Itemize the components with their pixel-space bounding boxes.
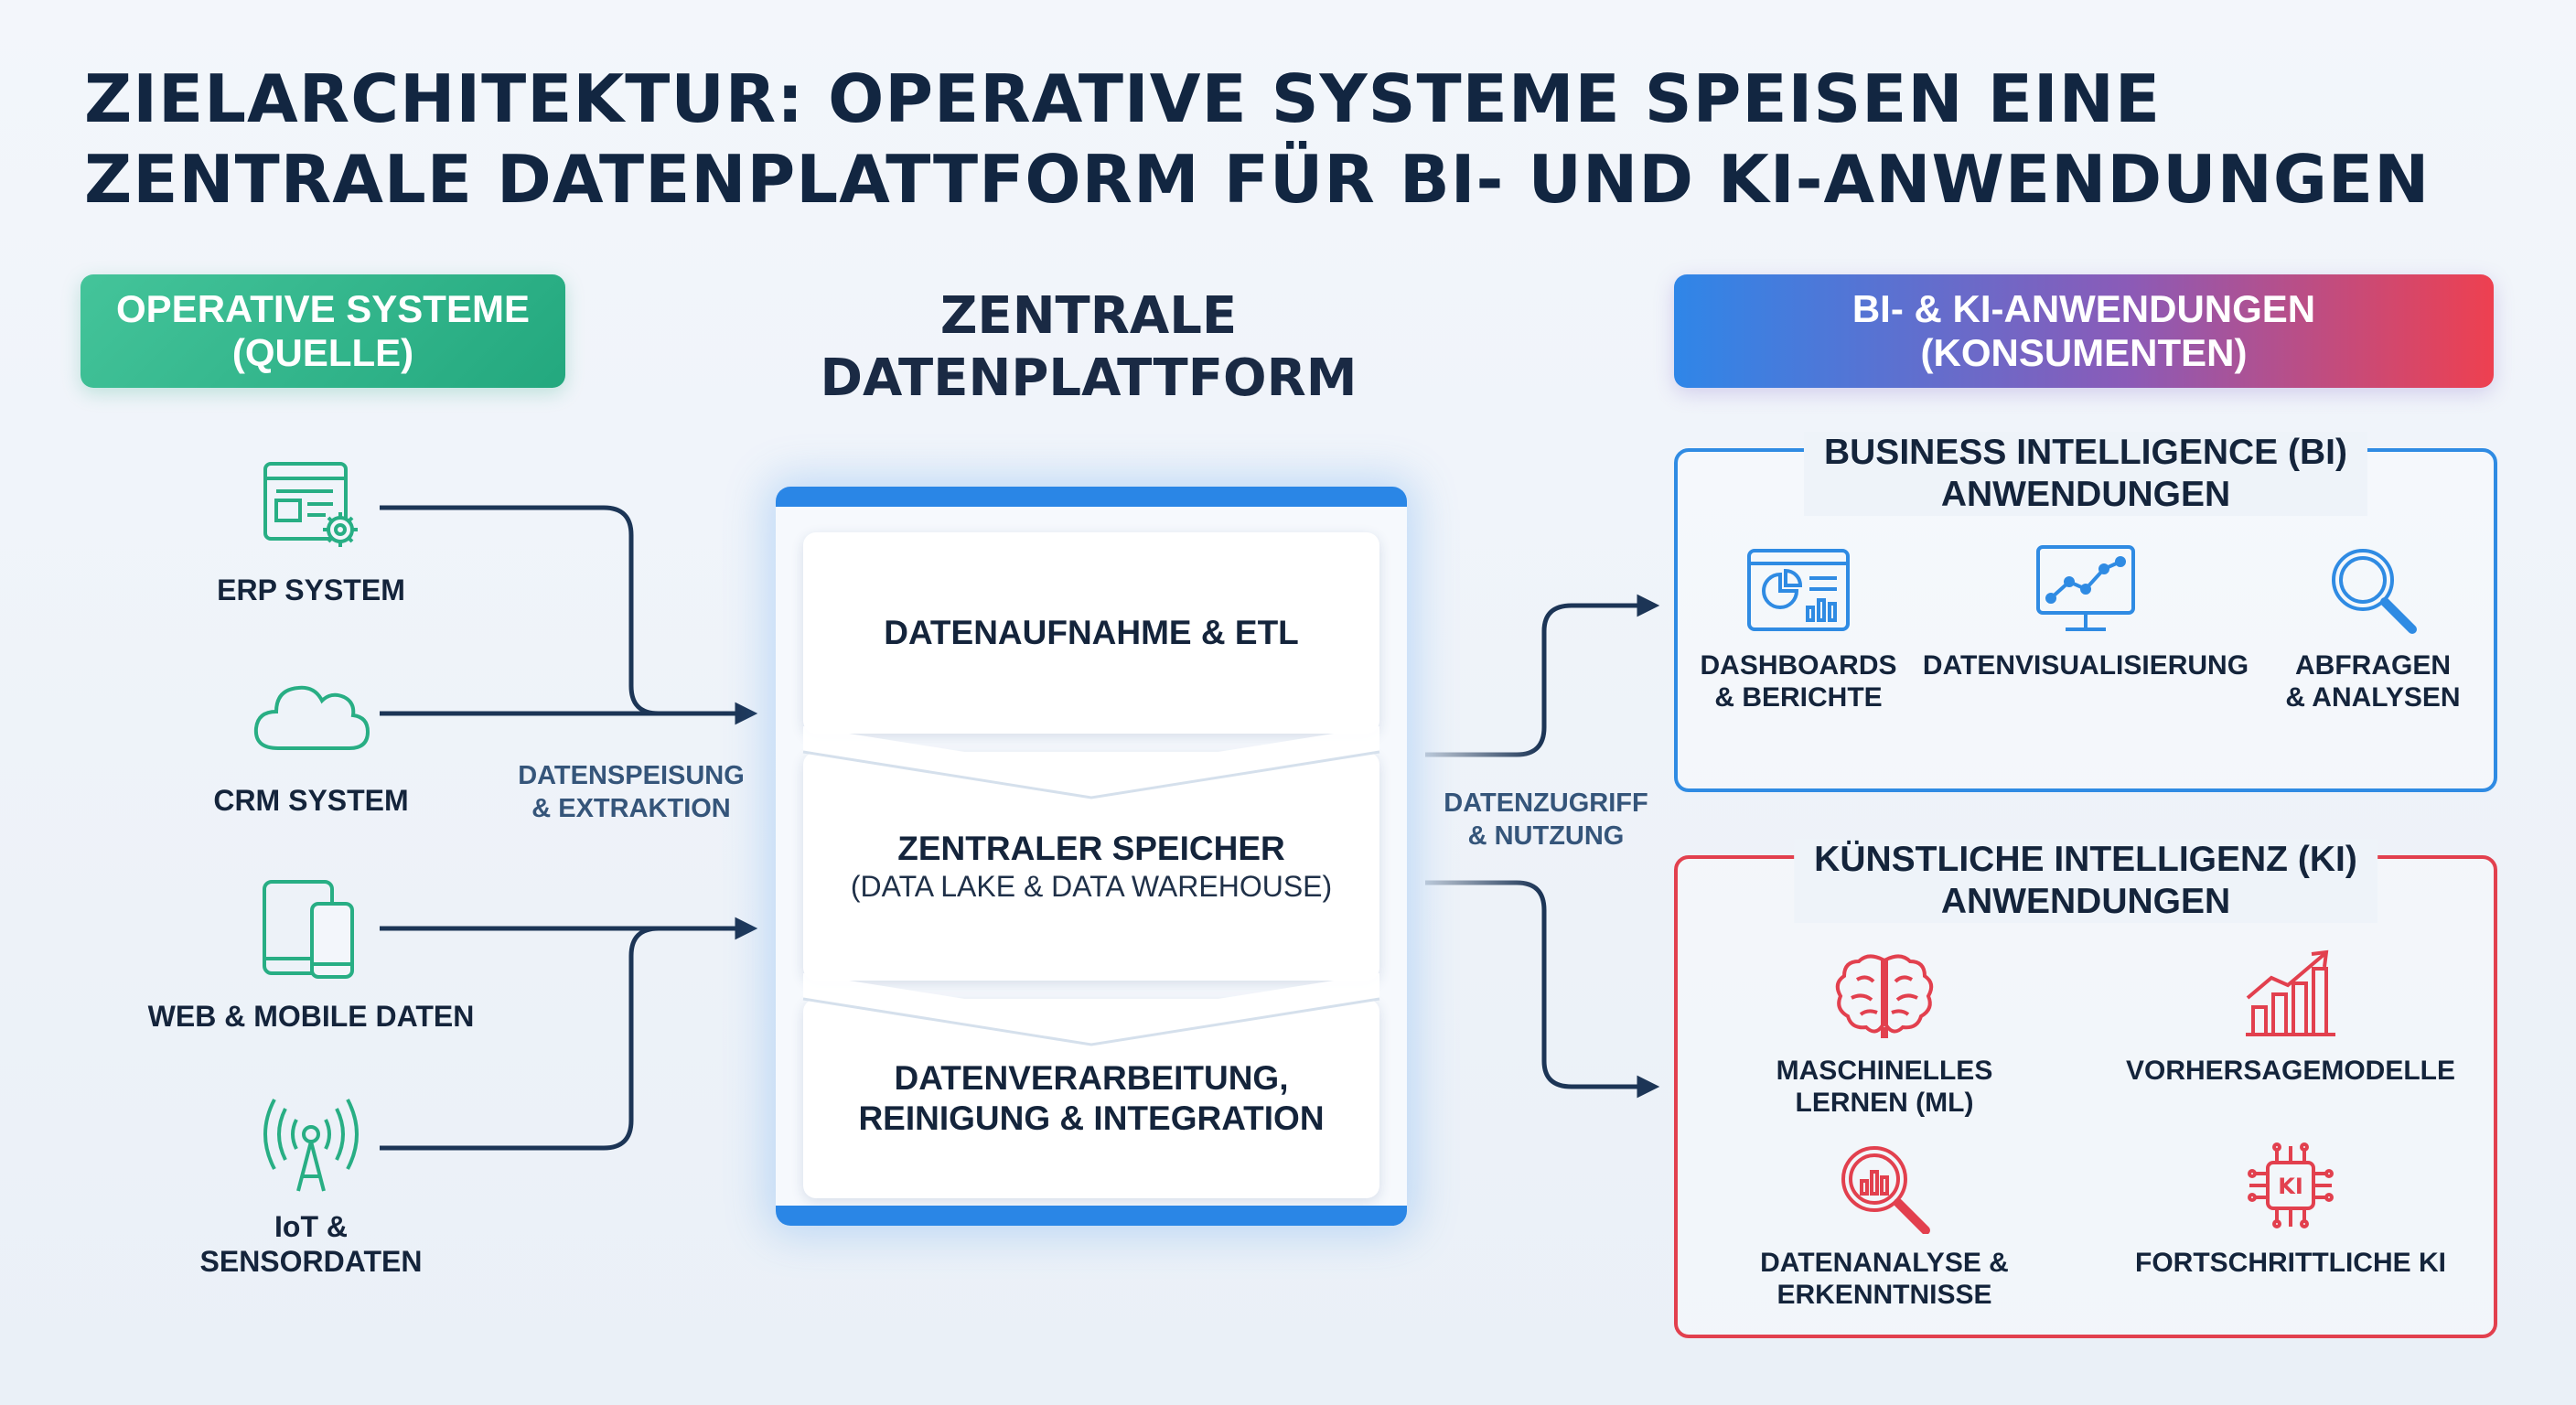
ki-app-analysis-label: DATENANALYSE & ERKENNTNISSE — [1729, 1247, 2040, 1311]
chevron-2-edge — [802, 997, 1380, 1046]
stage-storage-label: ZENTRALER SPEICHER — [897, 830, 1285, 867]
ki-app-prediction-label: VORHERSAGEMODELLE — [2125, 1056, 2456, 1086]
arrow-to-ki — [1425, 880, 1660, 1099]
bi-app-visualization-label: DATENVISUALISIERUNG — [1922, 650, 2249, 681]
consumers-header-line-1: BI- & KI-ANWENDUNGEN — [1852, 287, 2316, 330]
bi-app-queries-label-line-2: & ANALYSEN — [2285, 682, 2461, 713]
ki-applications-group: KÜNSTLICHE INTELLIGENZ (KI) ANWENDUNGEN … — [1674, 839, 2497, 1338]
flow-in-label-line-1: DATENSPEISUNG — [518, 761, 745, 790]
ai-chip-icon: KI — [2117, 1133, 2464, 1234]
page-title: ZIELARCHITEKTUR: OPERATIVE SYSTEME SPEIS… — [84, 59, 2508, 220]
erp-window-gear-icon — [119, 450, 503, 560]
bi-app-dashboards-label-line-1: DASHBOARDS — [1700, 650, 1897, 681]
bi-app-dashboards-label-line-2: & BERICHTE — [1714, 682, 1883, 713]
flow-in-label-line-2: & EXTRAKTION — [531, 794, 731, 823]
ki-app-analysis-label-line-1: DATENANALYSE & — [1760, 1248, 2009, 1278]
tablet-phone-icon — [119, 876, 503, 986]
page-title-line-1: ZIELARCHITEKTUR: OPERATIVE SYSTEME SPEIS… — [84, 60, 2162, 137]
bi-app-dashboards-label: DASHBOARDS & BERICHTE — [1698, 649, 1899, 713]
stage-processing-label-line-2: REINIGUNG & INTEGRATION — [858, 1099, 1325, 1137]
source-crm-label: CRM SYSTEM — [213, 784, 409, 817]
magnifier-icon — [2272, 536, 2474, 637]
arrow-to-bi — [1425, 594, 1660, 757]
stage-storage-sublabel: (DATA LAKE & DATA WAREHOUSE) — [850, 870, 1333, 903]
analysis-magnifier-icon — [1729, 1133, 2040, 1234]
ki-group-title: KÜNSTLICHE INTELLIGENZ (KI) ANWENDUNGEN — [1794, 839, 2377, 923]
growth-chart-icon — [2117, 941, 2464, 1042]
bi-app-queries: ABFRAGEN & ANALYSEN — [2272, 536, 2474, 713]
ki-app-ml: MASCHINELLES LERNEN (ML) — [1729, 941, 2040, 1119]
consumers-header-line-2: (KONSUMENTEN) — [1920, 331, 2248, 374]
dashboard-icon — [1698, 536, 1899, 637]
ai-chip-text: KI — [2278, 1174, 2303, 1199]
source-erp-label: ERP SYSTEM — [217, 574, 405, 606]
stage-chevrons — [802, 726, 1380, 1046]
source-web-mobile: WEB & MOBILE DATEN — [119, 876, 503, 1034]
platform-bottom-bar — [776, 1206, 1407, 1226]
source-web-mobile-label: WEB & MOBILE DATEN — [147, 1000, 475, 1033]
ki-group-title-line-1: KÜNSTLICHE INTELLIGENZ (KI) — [1814, 840, 2357, 879]
data-platform: DATENAUFNAHME & ETL ZENTRALER SPEICHER (… — [776, 487, 1407, 1226]
antenna-signal-icon — [119, 1089, 503, 1198]
flow-out-label: DATENZUGRIFF & NUTZUNG — [1409, 787, 1683, 853]
platform-title-line-2: DATENPLATTFORM — [820, 349, 1358, 408]
page-title-line-2: ZENTRALE DATENPLATTFORM FÜR BI- UND KI-A… — [84, 141, 2431, 218]
sources-header: OPERATIVE SYSTEME (QUELLE) — [80, 274, 565, 388]
platform-title: ZENTRALE DATENPLATTFORM — [759, 285, 1418, 410]
bi-app-queries-label: ABFRAGEN & ANALYSEN — [2272, 649, 2474, 713]
bi-group-title-line-2: ANWENDUNGEN — [1940, 475, 2231, 514]
ki-app-advanced-ai-label: FORTSCHRITTLICHE KI — [2135, 1248, 2446, 1278]
source-iot: IoT & SENSORDATEN — [119, 1089, 503, 1279]
ki-app-ml-label-line-1: MASCHINELLES — [1776, 1056, 1993, 1086]
source-erp: ERP SYSTEM — [119, 450, 503, 607]
ki-app-ml-label: MASCHINELLES LERNEN (ML) — [1729, 1055, 2040, 1119]
chevron-1-edge — [802, 750, 1380, 799]
consumers-header: BI- & KI-ANWENDUNGEN (KONSUMENTEN) — [1674, 274, 2494, 388]
bi-group-title: BUSINESS INTELLIGENCE (BI) ANWENDUNGEN — [1803, 432, 2368, 516]
chevron-2 — [803, 973, 1379, 1045]
sources-header-line-2: (QUELLE) — [231, 331, 414, 374]
brain-icon — [1729, 941, 2040, 1042]
arrow-iot — [380, 926, 752, 1151]
bi-app-dashboards: DASHBOARDS & BERICHTE — [1698, 536, 1899, 713]
ki-app-prediction: VORHERSAGEMODELLE — [2117, 941, 2464, 1087]
bi-app-queries-label-line-1: ABFRAGEN — [2295, 650, 2451, 681]
stage-ingestion-etl: DATENAUFNAHME & ETL — [803, 532, 1379, 734]
source-iot-label-line-2: SENSORDATEN — [199, 1245, 423, 1278]
ki-app-analysis-label-line-2: ERKENNTNISSE — [1776, 1280, 1992, 1310]
ki-app-ml-label-line-2: LERNEN (ML) — [1795, 1088, 1974, 1118]
ki-app-analysis: DATENANALYSE & ERKENNTNISSE — [1729, 1133, 2040, 1311]
platform-title-line-1: ZENTRALE — [939, 286, 1238, 346]
platform-top-bar — [776, 487, 1407, 507]
ki-app-advanced-ai: KI FORTSCHRITTLICHE KI — [2117, 1133, 2464, 1279]
stage-processing-label-line-1: DATENVERARBEITUNG, — [894, 1059, 1289, 1097]
bi-group-title-line-1: BUSINESS INTELLIGENCE (BI) — [1823, 433, 2348, 472]
cloud-icon — [119, 660, 503, 770]
bi-app-visualization: DATENVISUALISIERUNG — [1921, 536, 2250, 681]
ki-group-title-line-2: ANWENDUNGEN — [1940, 882, 2231, 921]
chevron-1 — [803, 726, 1379, 798]
source-iot-label-line-1: IoT & — [274, 1210, 348, 1243]
flow-in-label: DATENSPEISUNG & EXTRAKTION — [494, 759, 768, 825]
flow-out-label-line-1: DATENZUGRIFF — [1444, 788, 1648, 818]
source-iot-label: IoT & SENSORDATEN — [119, 1209, 503, 1279]
line-chart-monitor-icon — [1921, 536, 2250, 637]
stage-ingestion-label: DATENAUFNAHME & ETL — [884, 614, 1299, 651]
bi-applications-group: BUSINESS INTELLIGENCE (BI) ANWENDUNGEN D… — [1674, 432, 2497, 792]
sources-header-line-1: OPERATIVE SYSTEME — [116, 287, 530, 330]
source-crm: CRM SYSTEM — [119, 660, 503, 818]
flow-out-label-line-2: & NUTZUNG — [1467, 821, 1625, 851]
